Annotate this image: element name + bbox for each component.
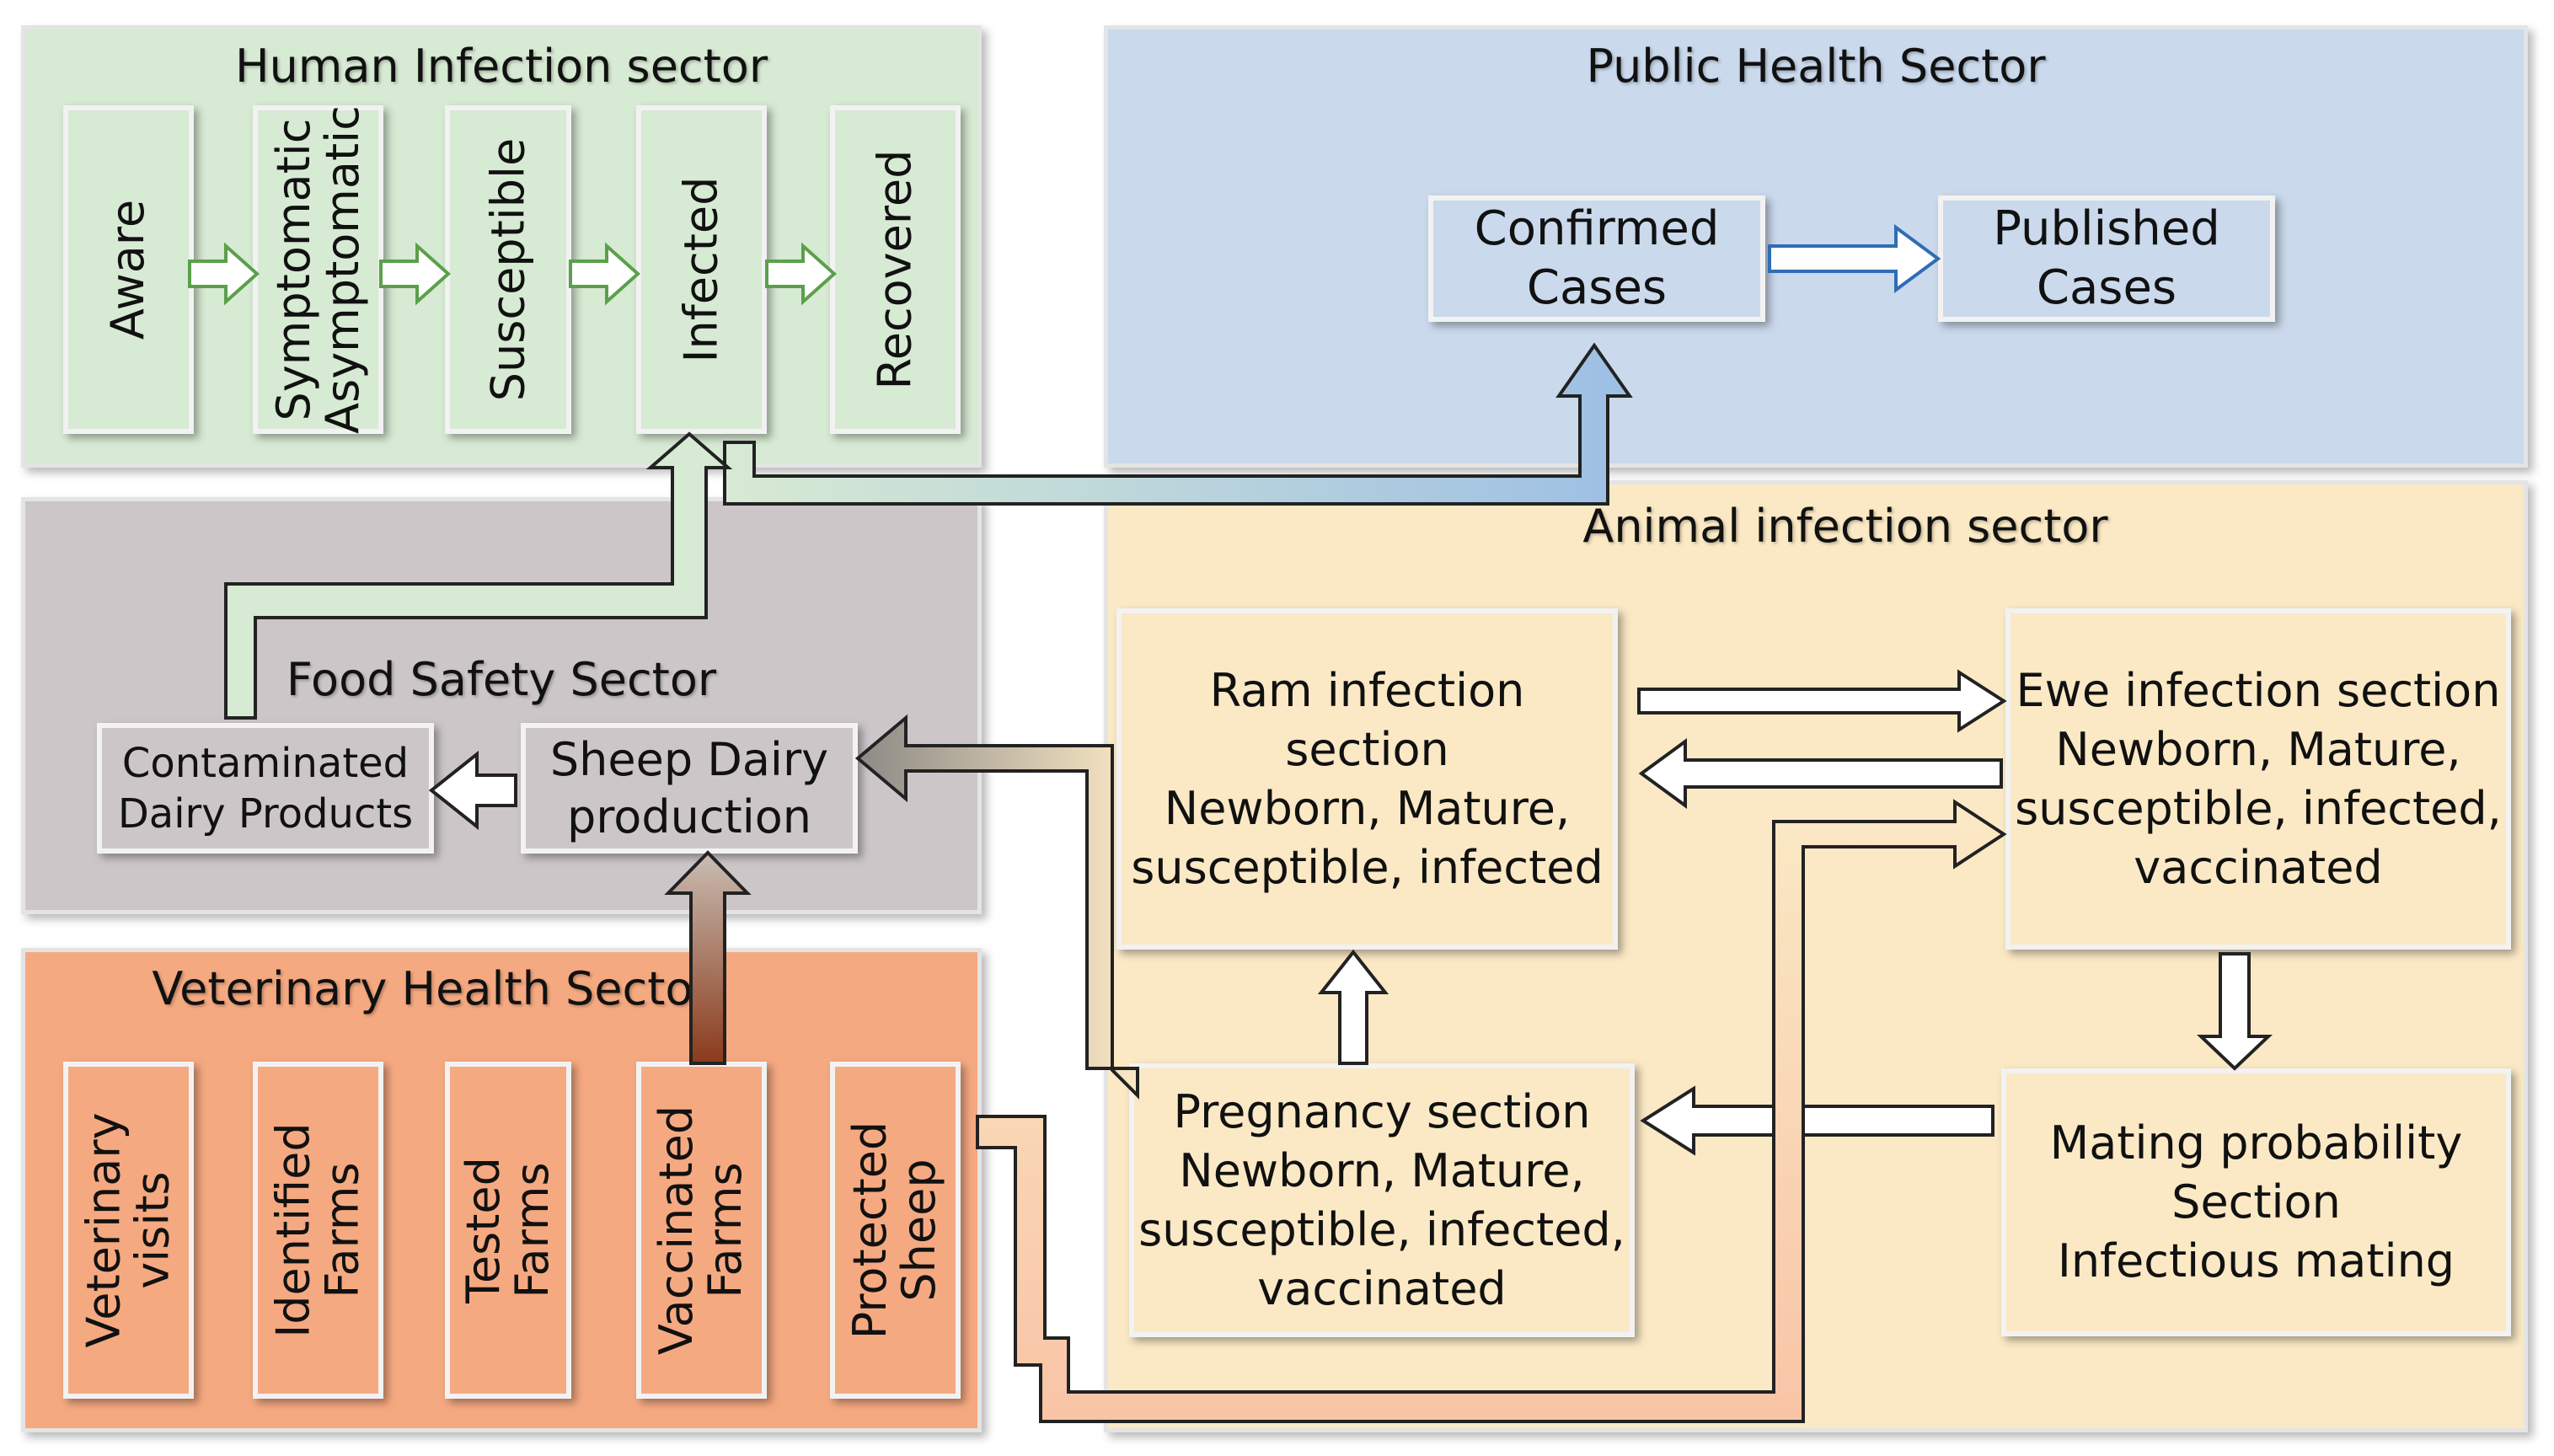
animal-box-ewe-infection: Ewe infection section Newborn, Mature, s…	[2005, 608, 2511, 950]
arrow-ewe-to-mating	[2196, 952, 2273, 1071]
arrow-mating-to-pregnancy	[1640, 1085, 1994, 1156]
arrow-ewe-to-ram	[1638, 738, 2003, 809]
food-box-contaminated-dairy: Contaminated Dairy Products	[97, 723, 434, 854]
vet-box-protected-sheep: Protected Sheep	[830, 1062, 961, 1399]
arrow-vaccinated-to-dairy	[664, 850, 752, 1065]
vet-box-identified-farms: Identified Farms	[253, 1062, 383, 1399]
public-box-confirmed-cases: Confirmed Cases	[1428, 195, 1765, 322]
food-sector-title: Food Safety Sector	[286, 653, 717, 706]
public-box-published-cases: Published Cases	[1938, 195, 2275, 322]
vet-box-tested-farms: Tested Farms	[445, 1062, 571, 1399]
arrow-contaminated-to-infected	[224, 431, 733, 720]
arrow-infected-to-recovered	[765, 242, 838, 306]
human-box-infected: Infected	[636, 105, 767, 434]
arrow-dairy-to-contaminated	[428, 750, 517, 831]
arrow-aware-to-symptomatic	[188, 242, 260, 306]
arrow-pregnancy-to-dairy	[854, 714, 1139, 1100]
arrow-ram-to-ewe	[1637, 669, 2007, 733]
arrow-infected-to-confirmed	[723, 342, 1633, 506]
food-box-sheep-dairy-production: Sheep Dairy production	[521, 723, 858, 854]
vet-box-vaccinated-farms: Vaccinated Farms	[636, 1062, 767, 1399]
human-box-susceptible: Susceptible	[445, 105, 571, 434]
vet-sector-title: Veterinary Health Sector	[152, 962, 712, 1015]
human-box-recovered: Recovered	[830, 105, 961, 434]
animal-box-pregnancy: Pregnancy section Newborn, Mature, susce…	[1129, 1063, 1635, 1337]
animal-box-ram-infection: Ram infection section Newborn, Mature, s…	[1116, 608, 1618, 950]
human-sector-title: Human Infection sector	[234, 40, 768, 93]
vet-box-veterinary-visits: Veterinary visits	[63, 1062, 194, 1399]
public-sector-title: Public Health Sector	[1586, 40, 2046, 93]
arrow-confirmed-to-published	[1768, 224, 1941, 293]
arrow-pregnancy-to-ram	[1317, 949, 1389, 1065]
arrow-susceptible-to-infected	[569, 242, 641, 306]
animal-box-mating-probability: Mating probability Section Infectious ma…	[2001, 1068, 2511, 1336]
human-box-aware: Aware	[63, 105, 194, 434]
animal-sector-title: Animal infection sector	[1582, 500, 2108, 553]
arrow-protected-to-ewe	[976, 799, 2007, 1423]
arrow-symptomatic-to-susceptible	[379, 242, 452, 306]
